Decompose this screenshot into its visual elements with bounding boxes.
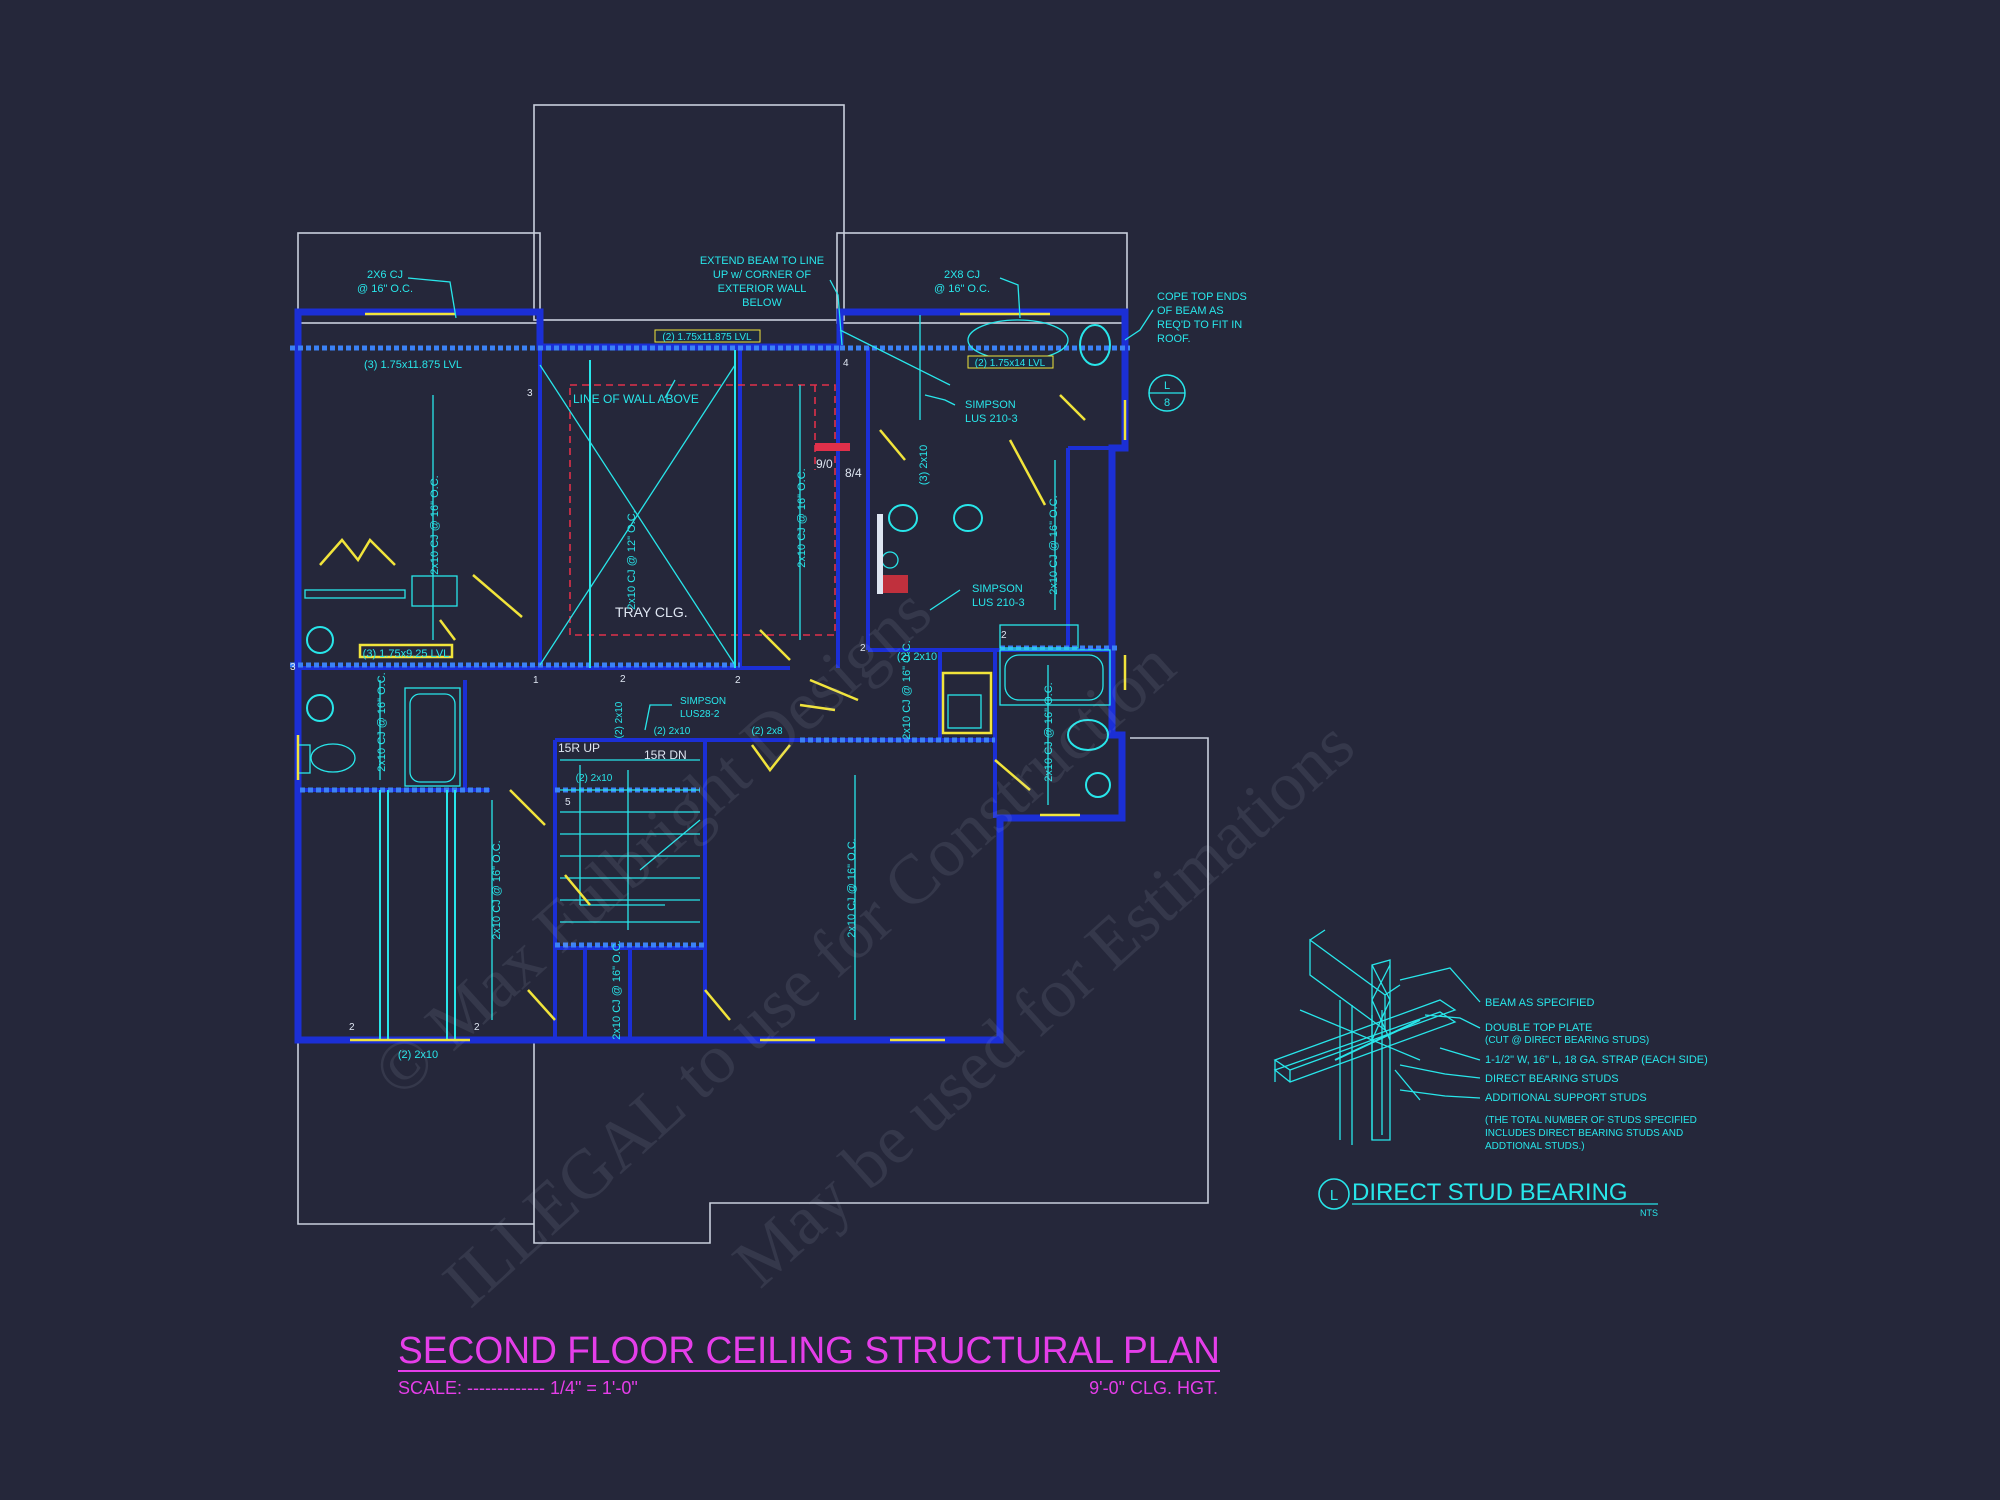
cj-2x8-spacing: @ 16" O.C. [934, 283, 990, 295]
simpson-2a: SIMPSON [972, 583, 1023, 595]
detail-beam-label: BEAM AS SPECIFIED [1485, 997, 1594, 1009]
header-2x10-d: (2) 2x10 [614, 701, 625, 738]
detail-callout-tag: L 8 [1148, 374, 1186, 412]
header-2x8: (2) 2x8 [751, 726, 783, 737]
studs-3-2x10: (3) 2x10 [918, 445, 930, 485]
wall-above-dashed [569, 384, 836, 636]
cj-bath-left: 2x10 CJ @ 16" O.C. [376, 672, 388, 771]
stair-dn-label: 15R DN [644, 748, 687, 762]
cj-2x6-spacing: @ 16" O.C. [357, 283, 413, 295]
plan-scale: SCALE: ------------- 1/4" = 1'-0" [398, 1378, 638, 1398]
header-2x10-c: (2) 2x10 [576, 773, 613, 784]
detail-additional-studs: ADDITIONAL SUPPORT STUDS [1485, 1092, 1647, 1104]
doors-windows [296, 312, 1127, 1042]
lvl-3-mid: (3) 1.75x9.25 LVL [363, 648, 450, 660]
mark-3-left: 3 [290, 662, 296, 673]
cope-2: OF BEAM AS [1157, 305, 1224, 317]
stairs [560, 759, 701, 930]
fixtures [297, 319, 1111, 798]
mark-3-upper: 3 [527, 388, 533, 399]
cj-master-bath: 2x10 CJ @ 16" O.C. [1048, 495, 1060, 594]
extend-beam-2: UP w/ CORNER OF [713, 269, 811, 281]
detail-tag-bottom: 8 [1164, 397, 1170, 409]
extend-beam-1: EXTEND BEAM TO LINE [700, 255, 824, 267]
lvl-2-top-label: (2) 1.75x11.875 LVL [662, 332, 752, 343]
lvl-2x14-label: (2) 1.75x14 LVL [975, 358, 1046, 369]
simpson-3a: SIMPSON [680, 696, 726, 707]
detail-note-3: ADDTIONAL STUDS.) [1485, 1141, 1585, 1152]
cj-2x8-label: 2X8 CJ [944, 269, 980, 281]
cj-bedroom: 2x10 CJ @ 16" O.C. [491, 840, 503, 939]
cope-1: COPE TOP ENDS [1157, 291, 1247, 303]
cj-rbath: 2x10 CJ @ 16" O.C. [1043, 682, 1055, 781]
simpson-2b: LUS 210-3 [972, 597, 1025, 609]
extend-beam-4: BELOW [742, 297, 782, 309]
cj-laundry: 2x10 CJ @ 16" O.C. [901, 640, 913, 739]
detail-nts: NTS [1640, 1208, 1658, 1218]
mark-1: 1 [533, 675, 539, 686]
cj-hall-upper: 2x10 CJ @ 16" O.C. [796, 468, 808, 567]
tray-ceiling-diagonals [539, 350, 736, 668]
beams [290, 345, 1130, 948]
detail-tag-top: L [1164, 380, 1170, 392]
mark-2-b: 2 [735, 675, 741, 686]
bearing-marks: 3 3 4 2 2 2 2 2 2 1 5 [290, 358, 1007, 1033]
roof-outline [297, 104, 1209, 1244]
detail-note-1: (THE TOTAL NUMBER OF STUDS SPECIFIED [1485, 1115, 1697, 1126]
detail-top-plate-2: (CUT @ DIRECT BEARING STUDS) [1485, 1035, 1649, 1046]
mark-2-e: 2 [349, 1022, 355, 1033]
plan-annotations: 2X6 CJ @ 16" O.C. (3) 1.75x11.875 LVL (2… [357, 255, 1247, 1061]
line-of-wall-above: LINE OF WALL ABOVE [573, 392, 699, 406]
detail-direct-studs: DIRECT BEARING STUDS [1485, 1073, 1619, 1085]
ridge-mark [815, 443, 850, 451]
mark-2-a: 2 [620, 674, 626, 685]
simpson-3b: LUS28-2 [680, 709, 720, 720]
detail-note-2: INCLUDES DIRECT BEARING STUDS AND [1485, 1128, 1683, 1139]
cj-hall: 2x10 CJ @ 16" O.C. [611, 940, 623, 1039]
detail-isometric-drawing [1273, 929, 1457, 1145]
leader-lines [407, 277, 1154, 731]
plan-title: SECOND FLOOR CEILING STRUCTURAL PLAN [398, 1330, 1220, 1372]
stair-up-label: 15R UP [558, 741, 600, 755]
header-2x10-bottom: (2) 2x10 [398, 1049, 438, 1061]
ratio-a: 9/0 [816, 457, 833, 471]
mark-2-f: 2 [474, 1022, 480, 1033]
ratio-b: 8/4 [845, 466, 862, 480]
detail-tag: L [1330, 1187, 1338, 1204]
detail-title: DIRECT STUD BEARING [1352, 1179, 1628, 1206]
cj-tray: 2x10 CJ @ 12" O.C. [626, 510, 638, 609]
simpson-1a: SIMPSON [965, 399, 1016, 411]
joist-span-arrows [379, 385, 1056, 1040]
mark-5: 5 [565, 797, 571, 808]
detail-strap: 1-1/2" W, 16" L, 18 GA. STRAP (EACH SIDE… [1485, 1054, 1708, 1066]
detail-leaders [1399, 967, 1481, 1099]
header-2x10-a: (2) 2x10 [897, 651, 937, 663]
ceiling-height: 9'-0" CLG. HGT. [1089, 1378, 1218, 1398]
cj-left-upper: 2x10 CJ @ 16" O.C. [429, 475, 441, 574]
cope-3: REQ'D TO FIT IN [1157, 319, 1242, 331]
tray-clg-label: TRAY CLG. [615, 604, 688, 620]
mark-4: 4 [843, 358, 849, 369]
watermark: © Max Fulbright Designs ILLEGAL to use f… [359, 573, 1369, 1322]
title-block: SECOND FLOOR CEILING STRUCTURAL PLAN SCA… [398, 1330, 1220, 1398]
cj-2x6-label: 2X6 CJ [367, 269, 403, 281]
detail-top-plate-1: DOUBLE TOP PLATE [1485, 1022, 1592, 1034]
header-2x10-b: (2) 2x10 [654, 726, 691, 737]
mark-2-c: 2 [860, 643, 866, 654]
cope-4: ROOF. [1157, 333, 1191, 345]
cj-loft: 2x10 CJ @ 16" O.C. [846, 838, 858, 937]
simpson-1b: LUS 210-3 [965, 413, 1018, 425]
floor-plan-walls [294, 308, 1129, 1044]
lvl-3-label: (3) 1.75x11.875 LVL [364, 359, 462, 371]
mark-2-d: 2 [1001, 630, 1007, 641]
direct-stud-bearing-detail: BEAM AS SPECIFIED DOUBLE TOP PLATE (CUT … [1273, 929, 1708, 1218]
extend-beam-3: EXTERIOR WALL [718, 283, 807, 295]
